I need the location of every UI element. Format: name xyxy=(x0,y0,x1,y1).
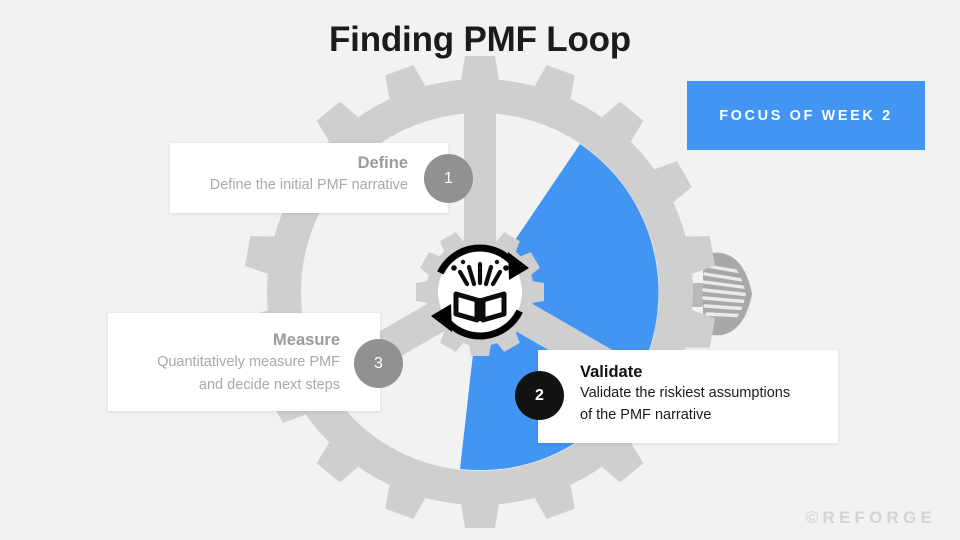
step-card-define[interactable]: Define Define the initial PMF narrative xyxy=(170,143,448,213)
step-title-measure: Measure xyxy=(273,331,340,349)
step-body-define: Define the initial PMF narrative xyxy=(209,177,408,194)
loop-arrows-icon xyxy=(437,244,523,340)
step-card-measure[interactable]: Measure Quantitatively measure PMF and d… xyxy=(108,313,380,411)
step-number-1: 1 xyxy=(424,154,473,203)
step-number-3-label: 3 xyxy=(374,354,383,372)
step-title-define: Define xyxy=(357,154,408,172)
gear-knob-icon xyxy=(676,252,752,336)
focus-badge-label: FOCUS OF WEEK 2 xyxy=(719,107,893,124)
step-number-2-label: 2 xyxy=(535,386,544,404)
step-number-2: 2 xyxy=(515,371,564,420)
page-title: Finding PMF Loop xyxy=(329,20,631,59)
reforge-watermark: ©REFORGE xyxy=(805,508,936,527)
step-title-validate: Validate xyxy=(580,363,643,381)
loop-arrowheads-icon xyxy=(431,252,529,332)
open-book-icon xyxy=(453,291,507,323)
step-number-3: 3 xyxy=(354,339,403,388)
sparkle-dots-icon xyxy=(451,259,509,271)
step-number-1-label: 1 xyxy=(444,169,453,187)
step-body-measure-line2: and decide next steps xyxy=(198,377,340,394)
sparkles-icon xyxy=(457,261,503,287)
step-body-validate-line2: of the PMF narrative xyxy=(580,407,712,424)
step-body-validate-line1: Validate the riskiest assumptions xyxy=(580,385,791,402)
focus-of-week-badge: FOCUS OF WEEK 2 xyxy=(687,81,925,150)
step-body-measure-line1: Quantitatively measure PMF xyxy=(157,354,340,371)
gear-hub-disc xyxy=(438,250,522,334)
step-card-validate[interactable]: Validate Validate the riskiest assumptio… xyxy=(538,350,838,443)
